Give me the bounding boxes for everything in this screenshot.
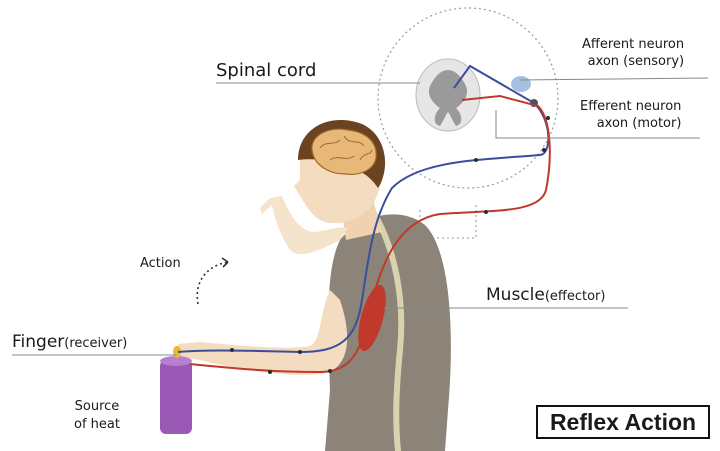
ganglion [511, 76, 531, 92]
label-muscle: Muscle(effector) [486, 285, 605, 305]
afferent-axon [177, 64, 550, 354]
zoom-circle [377, 7, 559, 189]
label-finger: Finger(receiver) [12, 332, 127, 352]
label-afferent-neuron: Afferent neuron axon (sensory) [582, 36, 684, 70]
muscle-role: (effector) [544, 289, 606, 304]
muscle-text: Muscle [486, 285, 545, 305]
efferent-line-2: axon (motor) [596, 116, 682, 131]
brain [311, 128, 377, 175]
candle-top [160, 356, 192, 366]
efferent-axon [189, 94, 551, 374]
diagram-title: Reflex Action [536, 405, 710, 439]
label-spinal-cord: Spinal cord [216, 60, 317, 81]
path-markers [230, 116, 550, 374]
torso [325, 214, 451, 451]
source-line-1: Source [74, 399, 120, 414]
leader-lines [12, 77, 709, 356]
muscle-effector [358, 285, 386, 351]
label-source-of-heat: Source of heat [74, 398, 120, 434]
raised-arm [260, 196, 348, 255]
heat-source-candle [160, 360, 192, 434]
brain-folds [319, 135, 373, 161]
action-arrow [196, 261, 229, 305]
efferent-line-1: Efferent neuron [580, 99, 682, 114]
label-action: Action [140, 256, 181, 271]
action-arrowhead [221, 257, 229, 268]
finger-role: (receiver) [64, 336, 128, 351]
finger-text: Finger [12, 332, 65, 352]
afferent-line-1: Afferent neuron [582, 37, 685, 52]
zoom-bracket [419, 205, 477, 239]
source-line-2: of heat [74, 417, 120, 432]
label-efferent-neuron: Efferent neuron axon (motor) [580, 98, 681, 132]
afferent-line-2: axon (sensory) [587, 54, 685, 69]
lower-arm [176, 290, 348, 375]
spine [372, 212, 405, 451]
